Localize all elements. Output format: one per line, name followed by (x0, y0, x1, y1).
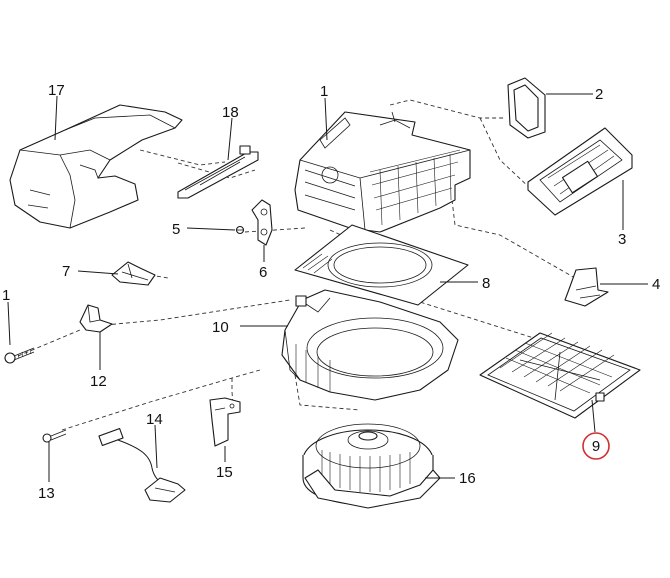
callout-7: 7 (62, 263, 70, 280)
part-13-screw (42, 429, 67, 443)
callout-12: 12 (90, 373, 107, 390)
callout-5: 5 (172, 221, 180, 238)
part-1-bolt (4, 347, 35, 364)
callout-18: 18 (222, 104, 239, 121)
part-8-mounting-plate (294, 224, 469, 306)
part-5-screw (235, 225, 245, 235)
highlight-circle-9 (582, 432, 610, 460)
callout-13: 13 (38, 485, 55, 502)
callout-8: 8 (482, 275, 490, 292)
part-4-small-bracket (564, 267, 609, 307)
part-15-bracket (209, 397, 241, 447)
callout-4: 4 (652, 276, 660, 293)
part-16-blower-motor-fan (302, 423, 441, 509)
callout-14: 14 (146, 411, 163, 428)
callout-numbers: 17 18 1 2 3 4 5 6 7 8 10 1 12 13 14 15 1… (2, 82, 660, 502)
part-6-actuator-lever (251, 199, 273, 246)
part-9-air-filter (479, 332, 641, 419)
part-17-duct-cover (9, 104, 183, 229)
part-10-blower-housing (281, 289, 459, 401)
part-12-clip-bracket (79, 304, 113, 333)
callout-15: 15 (216, 464, 233, 481)
callout-3: 3 (618, 231, 626, 248)
callout-2: 2 (595, 86, 603, 103)
part-14-wiring-harness (98, 427, 186, 503)
callout-1: 1 (320, 83, 328, 100)
leader-lines (7, 93, 648, 482)
part-18-bracket-plate (177, 145, 259, 199)
part-7-lever-link (111, 261, 156, 286)
callout-1-bolt: 1 (2, 287, 10, 304)
callout-9: 9 (592, 438, 600, 455)
part-2-gasket-seal (507, 77, 546, 139)
callout-6: 6 (259, 264, 267, 281)
callout-16: 16 (459, 470, 476, 487)
callout-10: 10 (212, 319, 229, 336)
part-3-frame-cover (527, 127, 633, 216)
part-1-upper-case (294, 111, 471, 233)
callout-17: 17 (48, 82, 65, 99)
